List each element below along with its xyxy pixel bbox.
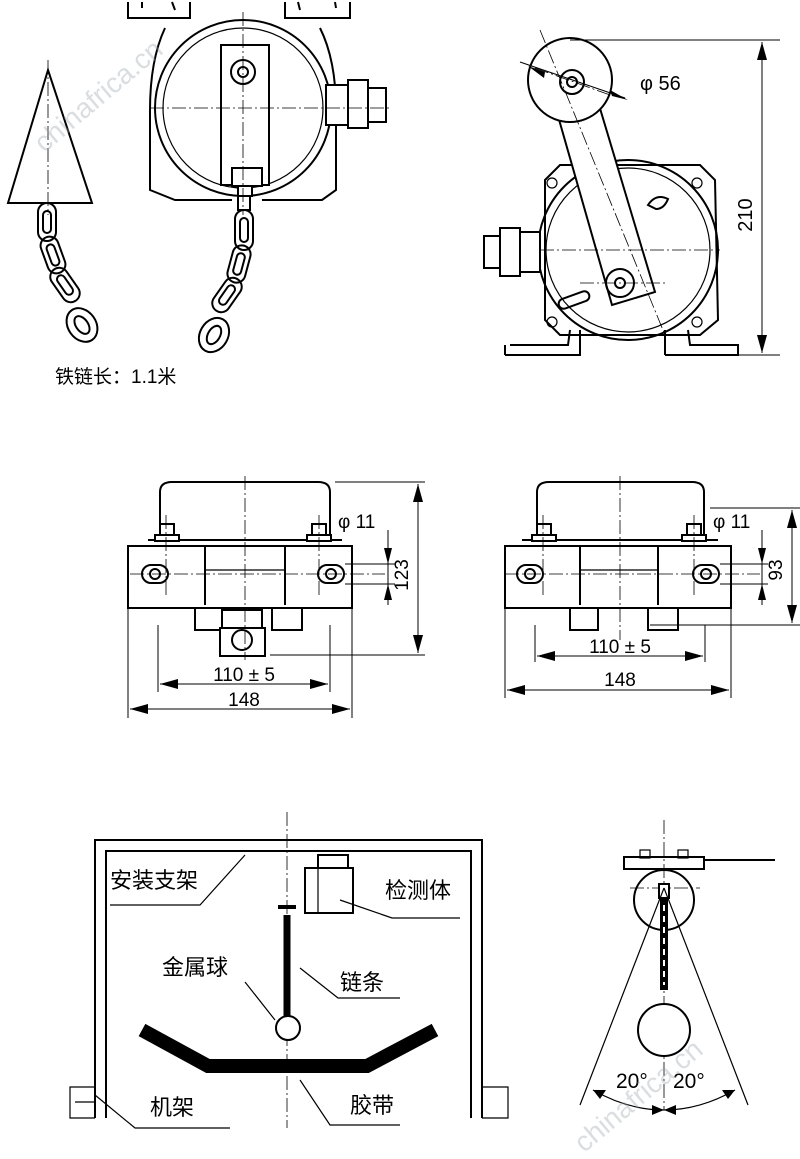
swing-angle-diagram bbox=[579, 820, 775, 1115]
base-view-left bbox=[127, 476, 425, 718]
switch-front-view bbox=[127, 1, 390, 354]
total-width-left: 148 bbox=[228, 690, 260, 711]
hole-diameter-right: φ 11 bbox=[713, 512, 750, 533]
center-span-right: 110 ± 5 bbox=[589, 637, 651, 658]
label-metal-ball: 金属球 bbox=[162, 955, 228, 980]
installation-diagram bbox=[69, 812, 509, 1129]
height-123-label: 123 bbox=[392, 559, 413, 591]
roller-diameter-label: φ 56 bbox=[640, 73, 681, 95]
cone-with-chain bbox=[6, 60, 99, 343]
label-belt: 胶带 bbox=[350, 1093, 394, 1118]
angle-left-label: 20° bbox=[616, 1070, 648, 1093]
label-detector: 检测体 bbox=[385, 878, 451, 903]
label-frame: 机架 bbox=[150, 1095, 194, 1120]
total-width-right: 148 bbox=[604, 670, 636, 691]
hole-diameter-left: φ 11 bbox=[338, 512, 375, 533]
height-93-label: 93 bbox=[766, 559, 787, 580]
height-210-label: 210 bbox=[735, 198, 757, 231]
label-chain: 链条 bbox=[340, 970, 384, 995]
label-bracket: 安装支架 bbox=[110, 868, 198, 893]
angle-right-label: 20° bbox=[673, 1070, 705, 1093]
center-span-left: 110 ± 5 bbox=[213, 665, 275, 686]
base-view-right bbox=[504, 476, 800, 698]
switch-side-view bbox=[483, 29, 780, 356]
chain-length-label: 铁链长：1.1米 bbox=[55, 366, 176, 388]
